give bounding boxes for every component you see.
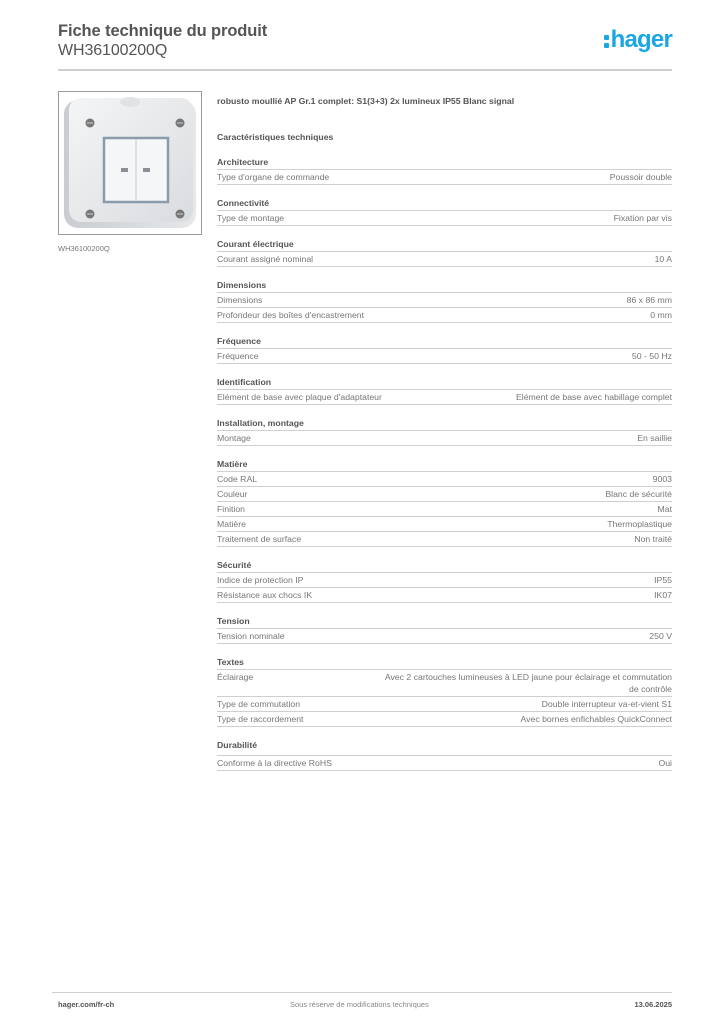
group-title: Architecture [217, 156, 672, 170]
document-header: Fiche technique du produit WH36100200Q h… [58, 22, 673, 60]
spec-label: Type de raccordement [217, 714, 304, 724]
spec-label: Profondeur des boîtes d'encastrement [217, 310, 365, 320]
product-description: robusto moullié AP Gr.1 complet: S1(3+3)… [217, 96, 515, 106]
spec-label: Traitement de surface [217, 534, 302, 544]
spec-value: Double interrupteur va-et-vient S1 [541, 699, 672, 709]
spec-value: 10 A [654, 254, 672, 264]
spec-row: Type de commutation Double interrupteur v… [217, 697, 672, 712]
spec-group-architecture: Architecture Type d'organe de commande Po… [217, 156, 672, 185]
spec-value: Avec 2 cartouches lumineuses à LED jaune… [384, 672, 672, 694]
spec-row: Dimensions 86 x 86 mm [217, 293, 672, 308]
product-code: WH36100200Q [58, 42, 168, 59]
page-title: Fiche technique du produit [58, 22, 268, 40]
image-caption: WH36100200Q [58, 244, 110, 253]
spec-label: Type de montage [217, 213, 285, 223]
spec-group-connectivite: Connectivité Type de montage Fixation par… [217, 197, 672, 226]
spec-label: Code RAL [217, 474, 258, 484]
spec-group-matiere: Matière Code RAL 9003 Couleur Blanc de séc… [217, 458, 672, 547]
spec-label: Fréquence [217, 351, 259, 361]
spec-value: Blanc de sécurité [605, 489, 672, 499]
spec-label: Type d'organe de commande [217, 172, 330, 182]
spec-group-durabilite: Durabilité Conforme à la directive RoHS O… [217, 739, 672, 771]
spec-value: En saillie [637, 433, 672, 443]
spec-group-identification: Identification Elément de base avec plaq… [217, 376, 672, 405]
spec-label: Indice de protection IP [217, 575, 304, 585]
spec-group-textes: Textes Éclairage Avec 2 cartouches lumine… [217, 656, 672, 727]
group-title: Installation, montage [217, 417, 672, 431]
spec-value: Oui [658, 758, 672, 768]
group-title: Matière [217, 458, 672, 472]
spec-label: Conforme à la directive RoHS [217, 758, 332, 768]
spec-row: Profondeur des boîtes d'encastrement 0 mm [217, 308, 672, 323]
spec-value: Elément de base avec habillage complet [516, 392, 672, 402]
spec-row: Couleur Blanc de sécurité [217, 487, 672, 502]
spec-group-courant-electrique: Courant électrique Courant assigné nomin… [217, 238, 672, 267]
spec-row: Fréquence 50 - 50 Hz [217, 349, 672, 364]
group-title: Tension [217, 615, 672, 629]
group-title: Identification [217, 376, 672, 390]
spec-label: Type de commutation [217, 699, 301, 709]
product-image [58, 91, 202, 235]
spec-value: Mat [657, 504, 672, 514]
spec-row: Type d'organe de commande Poussoir double [217, 170, 672, 185]
group-title: Connectivité [217, 197, 672, 211]
group-title: Dimensions [217, 279, 672, 293]
spec-value: Thermoplastique [607, 519, 672, 529]
spec-group-tension: Tension Tension nominale 250 V [217, 615, 672, 644]
footer-divider [52, 992, 672, 993]
spec-value: Non traité [634, 534, 672, 544]
spec-group-dimensions: Dimensions Dimensions 86 x 86 mm Profonde… [217, 279, 672, 323]
spec-value: IP55 [654, 575, 672, 585]
spec-group-frequence: Fréquence Fréquence 50 - 50 Hz [217, 335, 672, 364]
spec-row: Indice de protection IP IP55 [217, 573, 672, 588]
spec-row: Finition Mat [217, 502, 672, 517]
spec-value: 250 V [649, 631, 672, 641]
spec-value: 86 x 86 mm [626, 295, 672, 305]
spec-label: Finition [217, 504, 246, 514]
spec-row: Conforme à la directive RoHS Oui [217, 755, 672, 771]
group-title: Courant électrique [217, 238, 672, 252]
spec-group-installation: Installation, montage Montage En saillie [217, 417, 672, 446]
spec-value: 50 - 50 Hz [631, 351, 672, 361]
spec-label: Matière [217, 519, 246, 529]
spec-label: Tension nominale [217, 631, 285, 641]
spec-group-securite: Sécurité Indice de protection IP IP55 Rés… [217, 559, 672, 603]
group-title: Fréquence [217, 335, 672, 349]
spec-value: IK07 [654, 590, 672, 600]
footer-disclaimer: Sous réserve de modifications techniques [290, 1000, 429, 1009]
hager-logo: hager [603, 26, 673, 53]
spec-row: Code RAL 9003 [217, 472, 672, 487]
footer-date: 13.06.2025 [634, 1000, 672, 1009]
footer-website-link[interactable]: hager.com/fr-ch [58, 1000, 115, 1009]
spec-label: Dimensions [217, 295, 263, 305]
header-divider [58, 69, 672, 71]
spec-row: Type de raccordement Avec bornes enfichab… [217, 712, 672, 727]
spec-value: Poussoir double [609, 172, 672, 182]
spec-row: Traitement de surface Non traité [217, 532, 672, 547]
section-heading: Caractéristiques techniques [217, 132, 334, 142]
group-title: Textes [217, 656, 672, 670]
spec-row: Type de montage Fixation par vis [217, 211, 672, 226]
spec-row: Tension nominale 250 V [217, 629, 672, 644]
spec-row: Matière Thermoplastique [217, 517, 672, 532]
spec-value: 0 mm [650, 310, 672, 320]
group-title: Durabilité [217, 740, 258, 750]
spec-label: Résistance aux chocs IK [217, 590, 313, 600]
spec-row: Courant assigné nominal 10 A [217, 252, 672, 267]
spec-label: Couleur [217, 489, 248, 499]
spec-label: Courant assigné nominal [217, 254, 314, 264]
spec-label: Montage [217, 433, 251, 443]
spec-row: Elément de base avec plaque d'adaptateur… [217, 390, 672, 405]
spec-label: Éclairage [217, 672, 254, 682]
spec-value: Fixation par vis [613, 213, 672, 223]
spec-content: robusto moullié AP Gr.1 complet: S1(3+3)… [217, 95, 672, 771]
switch-box-illustration [64, 97, 196, 228]
spec-row: Résistance aux chocs IK IK07 [217, 588, 672, 603]
spec-value: Avec bornes enfichables QuickConnect [520, 714, 672, 724]
spec-row: Montage En saillie [217, 431, 672, 446]
spec-label: Elément de base avec plaque d'adaptateur [217, 392, 382, 402]
group-title: Sécurité [217, 559, 672, 573]
spec-row: Éclairage Avec 2 cartouches lumineuses à … [217, 670, 672, 697]
spec-value: 9003 [652, 474, 672, 484]
